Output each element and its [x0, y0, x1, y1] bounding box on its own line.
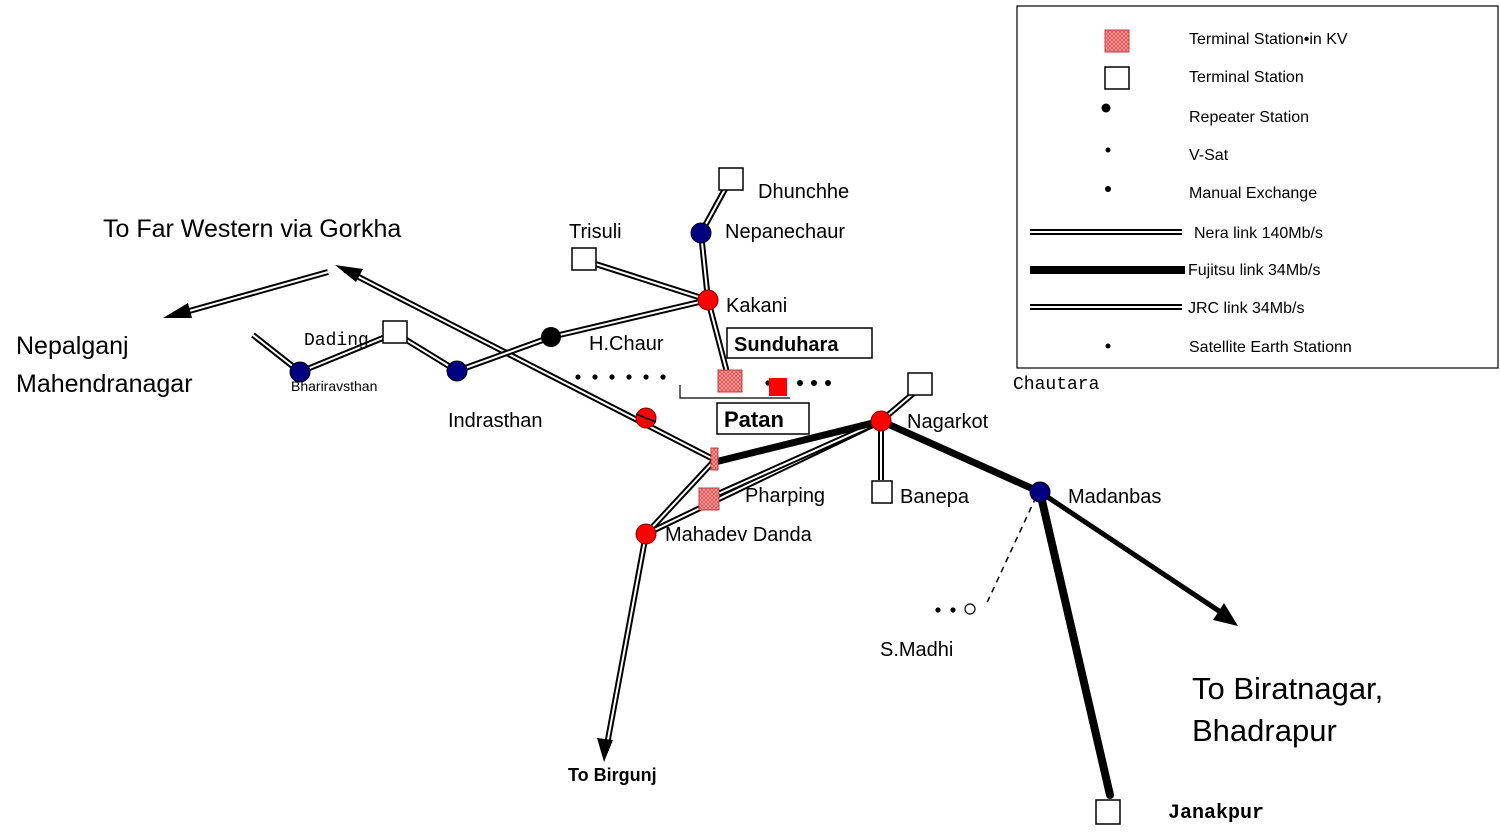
- legend: Terminal Station•in KV Terminal Station …: [1016, 5, 1499, 369]
- label-madanbas: Madanbas: [1068, 486, 1161, 508]
- legend-label-nera: Nera link 140Mb/s: [1194, 225, 1323, 242]
- terminal-banepa: [871, 480, 893, 504]
- label-far-western: To Far Western via Gorkha: [103, 215, 401, 243]
- legend-label-manual-exchange: Manual Exchange: [1189, 185, 1317, 202]
- label-mahendranagar: Mahendranagar: [16, 370, 193, 398]
- labels: To Far Western via Gorkha Nepalganj Mahe…: [16, 181, 1383, 825]
- label-hchaur: H.Chaur: [589, 333, 664, 355]
- label-patan: Patan: [724, 407, 784, 432]
- dot-runs: [575, 374, 976, 615]
- label-sunduhara: Sunduhara: [734, 334, 839, 356]
- label-smadhi: S.Madhi: [880, 639, 953, 661]
- repeater-madanbas: [1029, 481, 1051, 503]
- terminal-kv-patan: [710, 447, 719, 471]
- sunduhara-connector: [679, 385, 790, 399]
- double-links: [174, 178, 917, 751]
- label-janakpur: Janakpur: [1168, 802, 1264, 825]
- patan-box: [716, 402, 810, 435]
- label-trisuli: Trisuli: [569, 221, 622, 243]
- label-nagarkot: Nagarkot: [907, 411, 989, 433]
- station-nagarkot: [870, 410, 892, 432]
- station-mahadev-danda: [635, 523, 657, 545]
- terminal-janakpur: [1095, 799, 1121, 825]
- terminal-kv-pharping: [698, 487, 720, 511]
- legend-large-dot-icon: [1101, 103, 1111, 113]
- label-banepa: Banepa: [900, 486, 970, 508]
- label-mahadev-danda: Mahadev Danda: [665, 524, 813, 546]
- links: [163, 178, 1238, 799]
- legend-satellite-dot-icon: [1105, 343, 1111, 349]
- legend-label-terminal-kv: Terminal Station•in KV: [1189, 31, 1348, 48]
- label-dhunchhe: Dhunchhe: [758, 181, 849, 203]
- label-to-birgunj: To Birgunj: [568, 765, 657, 785]
- terminal-dading: [382, 320, 408, 344]
- repeater-nepanechaur: [690, 222, 712, 244]
- legend-label-vsat: V-Sat: [1189, 147, 1229, 164]
- patan-marker: [769, 378, 787, 396]
- station-kakani: [697, 289, 719, 311]
- repeater-hchaur: [541, 327, 561, 347]
- link-madanbas-janakpur: [1036, 488, 1114, 799]
- label-to-biratnagar: To Biratnagar,: [1192, 671, 1383, 706]
- nodes: [289, 167, 1121, 825]
- repeater-indrasthan: [446, 360, 468, 382]
- legend-label-satellite: Satellite Earth Stationn: [1189, 339, 1352, 356]
- arrowheads: [163, 265, 613, 762]
- arrow-biratnagar: [1213, 603, 1238, 626]
- terminal-dhunchhe: [718, 167, 744, 191]
- label-kakani: Kakani: [726, 295, 787, 317]
- legend-hatched-square-icon: [1104, 29, 1130, 53]
- legend-label-repeater: Repeater Station: [1189, 109, 1309, 126]
- legend-label-terminal: Terminal Station: [1189, 69, 1304, 86]
- label-chautara: Chautara: [1013, 375, 1100, 395]
- legend-label-jrc: JRC link 34Mb/s: [1188, 300, 1304, 317]
- link-patan-nagarkot: [711, 417, 885, 466]
- label-pharping: Pharping: [745, 485, 825, 507]
- label-nepanechaur: Nepanechaur: [725, 221, 845, 243]
- label-indrasthan: Indrasthan: [448, 410, 543, 432]
- terminal-chautara: [907, 372, 933, 396]
- sunduhara-box: [726, 327, 873, 359]
- arrow-nepalganj: [163, 303, 192, 318]
- terminal-trisuli: [571, 247, 597, 271]
- thick-links: [711, 417, 1228, 799]
- label-bhariravsthan: Bhariravsthan: [291, 378, 377, 394]
- arrow-birgunj: [597, 738, 613, 762]
- legend-exchange-dot-icon: [1105, 186, 1111, 192]
- repeater-bhariravsthan: [289, 361, 311, 383]
- label-dading: Dading: [304, 331, 369, 351]
- arrow-farwestern: [335, 265, 363, 282]
- link-nagarkot-madanbas: [877, 417, 1044, 496]
- legend-vsat-dot-icon: [1105, 147, 1111, 153]
- label-bhadrapur: Bhadrapur: [1192, 713, 1337, 748]
- terminal-kv-sunduhara: [717, 369, 743, 393]
- link-madanbas-smadhi: [984, 496, 1037, 608]
- legend-open-square-icon: [1104, 66, 1130, 90]
- link-madanbas-biratnagar: [1037, 489, 1228, 618]
- label-nepalganj: Nepalganj: [16, 332, 129, 360]
- legend-label-fujitsu: Fujitsu link 34Mb/s: [1188, 262, 1321, 279]
